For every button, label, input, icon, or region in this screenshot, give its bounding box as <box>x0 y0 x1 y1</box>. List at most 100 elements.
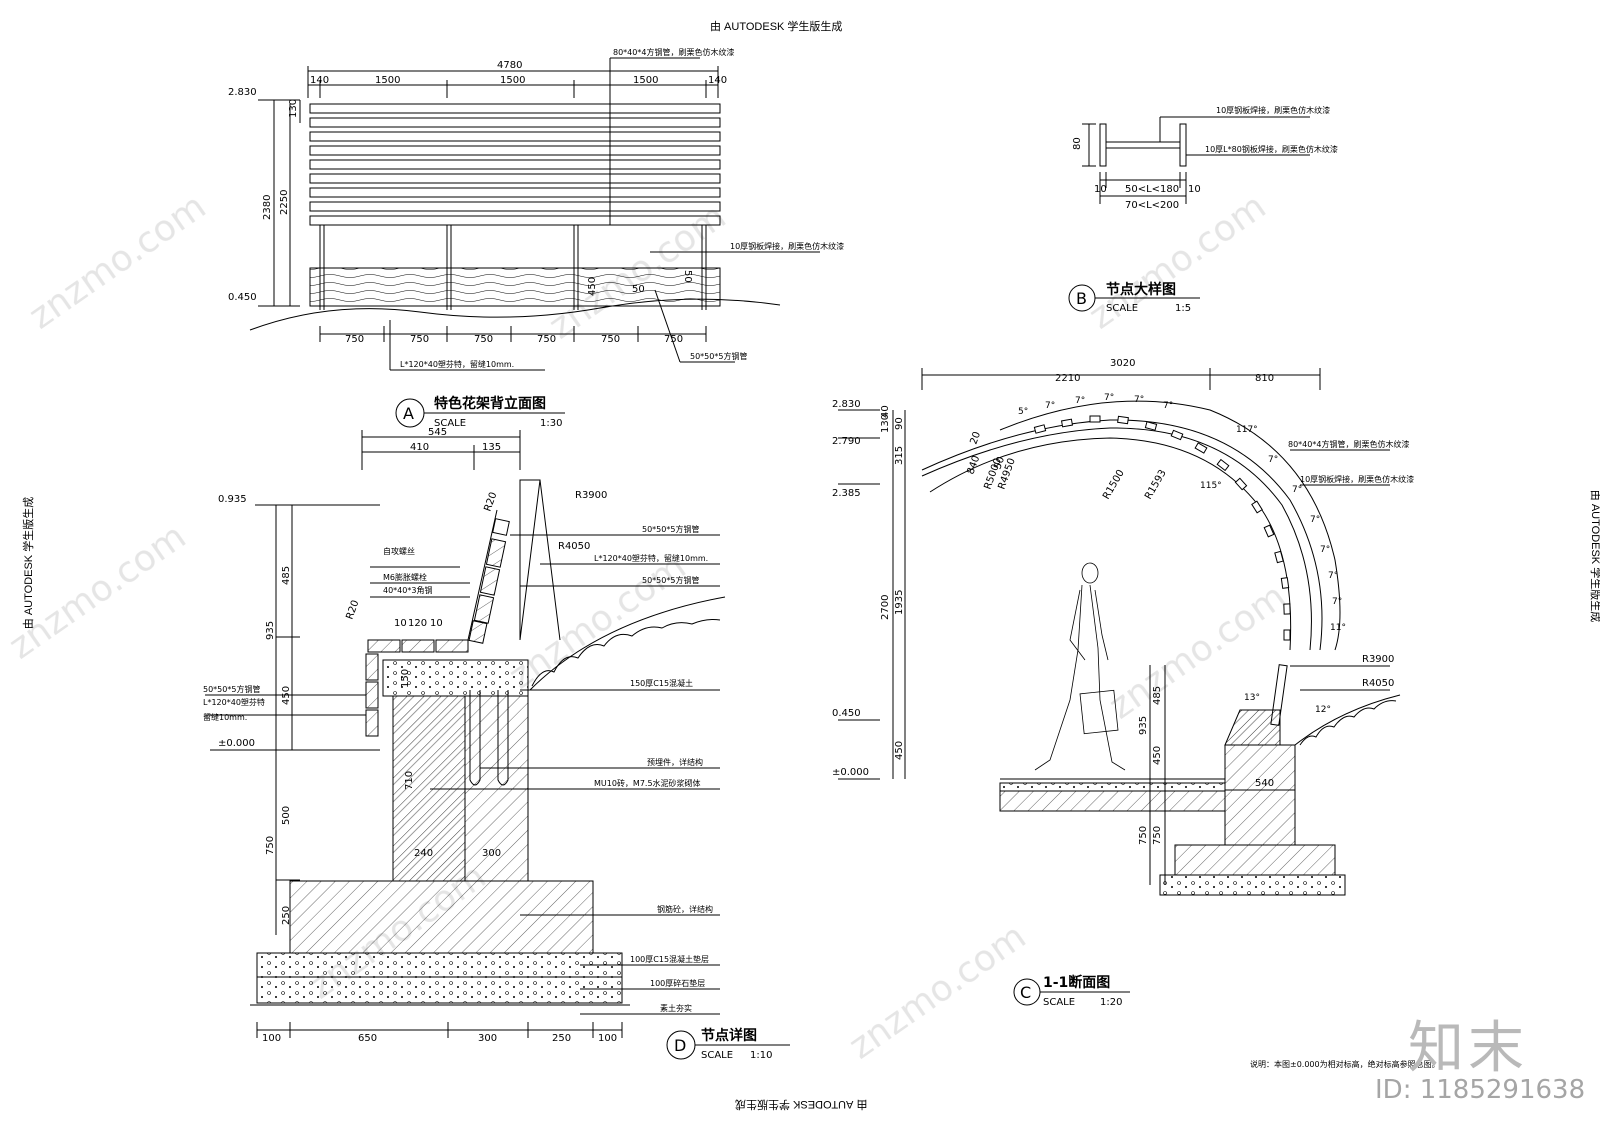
view-c-note: 10厚钢板焊接，刷栗色仿木纹漆 <box>1300 474 1414 484</box>
watermark-text: znzmo.com <box>1102 576 1294 727</box>
view-a-note: 80*40*4方钢管，刷栗色仿木纹漆 <box>613 47 734 57</box>
view-d-height: 485 <box>281 566 292 585</box>
view-a-height: 2250 <box>279 190 290 215</box>
view-c-section <box>838 368 1401 1006</box>
view-d-note: 40*40*3角钢 <box>383 585 432 595</box>
view-c-angle: 115° <box>1200 481 1222 491</box>
watermark-layer: znzmo.com znzmo.com znzmo.com znzmo.com … <box>2 186 1294 1067</box>
view-c-height: 315 <box>894 446 905 465</box>
brand-id-label: ID: 1185291638 <box>1375 1075 1586 1105</box>
view-a-dim-top: 140 <box>708 75 727 86</box>
view-c-small-dim: 50 <box>992 455 1007 471</box>
view-d-inner-dim: 120 <box>408 618 427 629</box>
view-c-footnote: 说明：本图±0.000为相对标高，绝对标高参照总图。 <box>1250 1059 1440 1069</box>
view-d-radius: R20 <box>482 491 499 513</box>
view-c-scale-word: SCALE <box>1043 997 1075 1008</box>
view-b-node-detail <box>1068 116 1310 312</box>
view-d-level: 0.935 <box>218 494 247 505</box>
view-b-dim: 10 <box>1188 184 1201 195</box>
view-d-texts: 545 410 135 0.935 ±0.000 485 935 450 500… <box>203 427 772 1061</box>
view-d-scale-word: SCALE <box>701 1050 733 1061</box>
view-d-radius: R20 <box>344 599 361 621</box>
view-c-height: 2700 <box>880 595 891 620</box>
view-c-title: 1-1断面图 <box>1043 974 1110 991</box>
view-d-dim-bottom: 300 <box>478 1033 497 1044</box>
view-d-dim-bottom: 100 <box>262 1033 281 1044</box>
view-c-angle: 7° <box>1268 455 1278 465</box>
watermark-text: znzmo.com <box>22 186 214 337</box>
view-c-angle: 7° <box>1328 571 1338 581</box>
view-d-height: 710 <box>404 771 415 790</box>
view-b-texts: 80 10 50<L<180 10 70<L<200 10厚钢板焊接，刷栗色仿木… <box>1072 105 1338 314</box>
view-c-note: 80*40*4方钢管，刷栗色仿木纹漆 <box>1288 439 1409 449</box>
watermark-text: znzmo.com <box>502 546 694 697</box>
view-a-texts: 4780 140 1500 1500 1500 140 2.830 0.450 … <box>228 47 844 429</box>
autodesk-stamp-top: 由 AUTODESK 学生版生成 <box>710 21 843 33</box>
view-b-dim: 70<L<200 <box>1125 200 1179 211</box>
view-d-note: 150厚C15混凝土 <box>630 678 693 688</box>
view-a-dim-bottom: 750 <box>601 334 620 345</box>
view-d-note: L*120*40塑芬特 <box>203 697 265 707</box>
view-d-dim-bottom: 650 <box>358 1033 377 1044</box>
view-c-level: 2.385 <box>832 488 861 499</box>
view-d-title: 节点详图 <box>701 1027 757 1044</box>
view-d-dim-bottom: 100 <box>598 1033 617 1044</box>
view-d-note: 100厚C15混凝土垫层 <box>630 954 709 964</box>
view-a-inner-dim: 450 <box>587 277 598 296</box>
view-d-height: 500 <box>281 806 292 825</box>
view-d-height: 935 <box>265 621 276 640</box>
view-d-scale: 1:10 <box>750 1050 772 1061</box>
view-c-angle: 11° <box>1330 623 1346 633</box>
view-b-scale-word: SCALE <box>1106 303 1138 314</box>
view-a-dim-top: 140 <box>310 75 329 86</box>
view-d-note: MU10砖，M7.5水泥砂浆砌体 <box>594 778 701 788</box>
view-a-inner-dim: 50 <box>632 284 645 295</box>
view-d-dim-top: 135 <box>482 442 501 453</box>
view-c-angle: 7° <box>1320 545 1330 555</box>
view-a-dim-top: 1500 <box>375 75 400 86</box>
view-b-dim: 10 <box>1094 184 1107 195</box>
view-b-scale: 1:5 <box>1175 303 1191 314</box>
view-d-height: 150 <box>400 669 411 688</box>
view-c-height: 130 <box>880 414 891 433</box>
view-d-dim-bottom: 250 <box>552 1033 571 1044</box>
view-c-height: 485 <box>1152 686 1163 705</box>
view-a-title: 特色花架背立面图 <box>434 395 546 412</box>
view-a-note: L*120*40塑芬特，留缝10mm. <box>400 359 514 369</box>
view-a-dim-bottom: 750 <box>410 334 429 345</box>
view-c-small-dim: 20 <box>968 430 983 446</box>
view-d-note: L*120*40塑芬特，留缝10mm. <box>594 553 708 563</box>
view-a-dim-total: 4780 <box>497 60 522 71</box>
view-d-height: 750 <box>265 836 276 855</box>
view-c-radius: R1500 <box>1101 468 1127 502</box>
view-d-level: ±0.000 <box>218 738 255 749</box>
view-c-angle: 7° <box>1104 393 1114 403</box>
view-a-dim-bottom: 750 <box>664 334 683 345</box>
view-d-note: 预埋件，详结构 <box>647 757 703 767</box>
view-d-inner-dim: 10 <box>430 618 443 629</box>
view-b-note: 10厚钢板焊接，刷栗色仿木纹漆 <box>1216 105 1330 115</box>
view-c-height: 90 <box>894 417 905 430</box>
view-c-height: 40 <box>880 405 891 418</box>
view-c-height: 750 <box>1152 826 1163 845</box>
view-a-height: 130 <box>288 99 299 118</box>
view-b-note: 10厚L*80钢板焊接，刷栗色仿木纹漆 <box>1205 144 1338 154</box>
view-d-inner-dim: 240 <box>414 848 433 859</box>
view-a-symbol: A <box>403 404 414 423</box>
watermark-text: znzmo.com <box>2 516 194 667</box>
view-a-dim-bottom: 750 <box>474 334 493 345</box>
view-c-level: 2.790 <box>832 436 861 447</box>
view-d-dim-top: 545 <box>428 427 447 438</box>
view-c-dim-top: 810 <box>1255 373 1274 384</box>
view-c-level: 0.450 <box>832 708 861 719</box>
view-d-note: 50*50*5方钢管 <box>642 524 699 534</box>
view-c-height: 450 <box>1152 746 1163 765</box>
view-c-angle: 7° <box>1310 515 1320 525</box>
view-b-dim: 50<L<180 <box>1125 184 1179 195</box>
view-c-angle: 5° <box>1018 407 1028 417</box>
view-c-height: 450 <box>894 741 905 760</box>
view-d-note: 自攻螺丝 <box>383 546 415 556</box>
view-a-note: 50*50*5方钢管 <box>690 351 747 361</box>
view-b-dim: 80 <box>1072 137 1083 150</box>
view-b-symbol: B <box>1076 289 1087 308</box>
